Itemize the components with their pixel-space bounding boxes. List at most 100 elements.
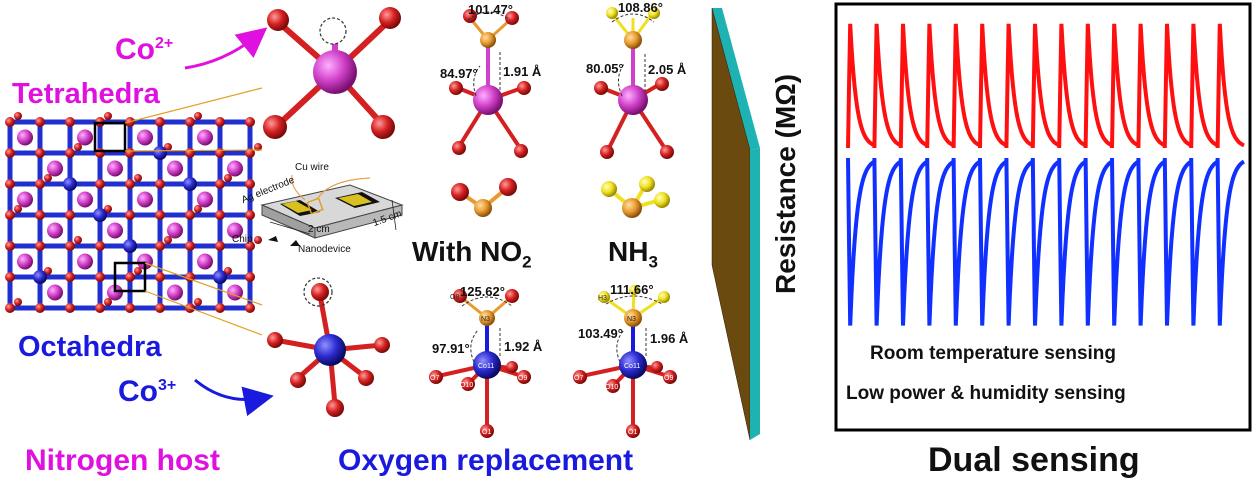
lattice-oxygen — [134, 174, 142, 182]
lattice-oxygen — [65, 210, 75, 220]
distance-label: 1.96 Å — [650, 331, 689, 346]
lattice-co-tetra — [17, 191, 33, 208]
lattice-co-tetra — [167, 222, 183, 239]
atom-label-n3: N3 — [627, 316, 636, 323]
device-width-label: 2 cm — [308, 224, 330, 235]
atom-label-co11: Co11 — [478, 363, 494, 370]
lattice-oxygen — [95, 272, 105, 282]
tetrahedral-cluster — [263, 7, 401, 139]
angle-label: 111.66° — [610, 282, 654, 297]
lattice-oxygen — [35, 148, 45, 158]
series-red-line — [846, 23, 1245, 149]
lattice-oxygen — [65, 303, 75, 313]
distance-label: 1.92 Å — [504, 339, 543, 354]
lattice-co-tetra — [77, 129, 93, 146]
lattice-oxygen — [65, 272, 75, 282]
lattice-oxygen — [125, 303, 135, 313]
lattice-co-octa — [63, 177, 77, 191]
co3-label: Co3+ — [118, 375, 176, 409]
lattice-oxygen — [74, 143, 82, 151]
resistance-axis-label: Resistance (MΩ) — [770, 73, 801, 295]
lattice-oxygen — [245, 179, 255, 189]
angle-label: 108.86° — [618, 0, 663, 15]
atom-label-o10: O10 — [460, 382, 473, 389]
angle-label: 101.47° — [468, 2, 513, 17]
device-chip-label: Chip — [232, 234, 253, 245]
angle-label: 84.97° — [440, 66, 478, 81]
lattice-oxygen — [215, 117, 225, 127]
distance-label: 1.91 Å — [503, 64, 542, 79]
lattice-oxygen — [245, 272, 255, 282]
lattice-oxygen — [185, 117, 195, 127]
lattice-co-tetra — [227, 284, 243, 301]
nanodevice-illustration — [260, 174, 404, 246]
angle-label: 80.05° — [586, 61, 624, 76]
lattice-oxygen — [164, 143, 172, 151]
lattice-oxygen — [155, 117, 165, 127]
atom-label-co11: Co11 — [624, 363, 640, 370]
lattice-oxygen — [44, 267, 52, 275]
co2-label: Co2+ — [115, 33, 173, 67]
co2-arrow — [184, 27, 268, 70]
low-power-note: Low power & humidity sensing — [846, 383, 1126, 404]
co3-arrow — [194, 378, 274, 417]
zoom-guide-line — [144, 262, 263, 306]
lattice-oxygen — [224, 174, 232, 182]
lattice-co-tetra — [107, 160, 123, 177]
lattice-co-tetra — [17, 129, 33, 146]
octahedral-site-highlight — [113, 261, 147, 293]
lattice-oxygen — [104, 205, 112, 213]
lattice-co-octa — [183, 177, 197, 191]
lattice-oxygen — [95, 303, 105, 313]
atom-label-o10: O10 — [605, 384, 618, 391]
lattice-oxygen — [95, 241, 105, 251]
dual-sensing-label: Dual sensing — [928, 441, 1140, 479]
tetrahedral-site-highlight — [93, 121, 127, 153]
lattice-oxygen — [134, 267, 142, 275]
lattice-co-octa — [33, 270, 47, 284]
no2-molecule — [451, 178, 517, 217]
zoom-guide-line — [124, 87, 263, 124]
nh3-subscript: 3 — [648, 252, 658, 272]
lattice-oxygen — [215, 179, 225, 189]
octahedral-cluster — [267, 277, 390, 417]
lattice-co-tetra — [137, 191, 153, 208]
nh3-text: NH — [608, 236, 649, 267]
lattice-co-tetra — [47, 284, 63, 301]
lattice-oxygen — [125, 179, 135, 189]
lattice-oxygen — [215, 148, 225, 158]
lattice-oxygen — [155, 179, 165, 189]
nitrogen-host-label: Nitrogen host — [25, 444, 220, 477]
lattice-oxygen — [125, 272, 135, 282]
octahedra-label: Octahedra — [18, 331, 162, 363]
atom-label-o9: O9 — [518, 375, 527, 382]
lattice-oxygen — [245, 241, 255, 251]
lattice-oxygen — [245, 210, 255, 220]
atom-label-n3: N3 — [481, 316, 490, 323]
lattice-oxygen — [185, 210, 195, 220]
lattice-oxygen — [5, 117, 15, 127]
lattice-oxygen — [155, 272, 165, 282]
lattice-oxygen — [245, 117, 255, 127]
lattice-oxygen — [14, 298, 22, 306]
lattice-co-tetra — [137, 253, 153, 270]
atom-label-o8: O8 — [450, 294, 459, 301]
device-nanodevice-label: Nanodevice — [298, 244, 351, 255]
lattice-co-tetra — [47, 222, 63, 239]
lattice-oxygen — [74, 236, 82, 244]
lattice-oxygen — [215, 210, 225, 220]
crystal-lattice — [5, 112, 262, 313]
atom-label-h3: H3 — [598, 295, 607, 302]
lattice-co-tetra — [227, 160, 243, 177]
nh3-label: NH3 — [608, 236, 658, 273]
lattice-oxygen — [104, 298, 112, 306]
lattice-oxygen — [65, 148, 75, 158]
with-no2-label: With NO2 — [412, 236, 532, 273]
octa-no2-cluster: O8 N3 Co11 O7 O9 O10 O1 — [429, 289, 531, 438]
lattice-co-tetra — [47, 160, 63, 177]
with-no2-subscript: 2 — [522, 252, 532, 272]
lattice-oxygen — [5, 179, 15, 189]
lattice-oxygen — [95, 179, 105, 189]
lattice-oxygen — [65, 117, 75, 127]
lattice-oxygen — [5, 303, 15, 313]
